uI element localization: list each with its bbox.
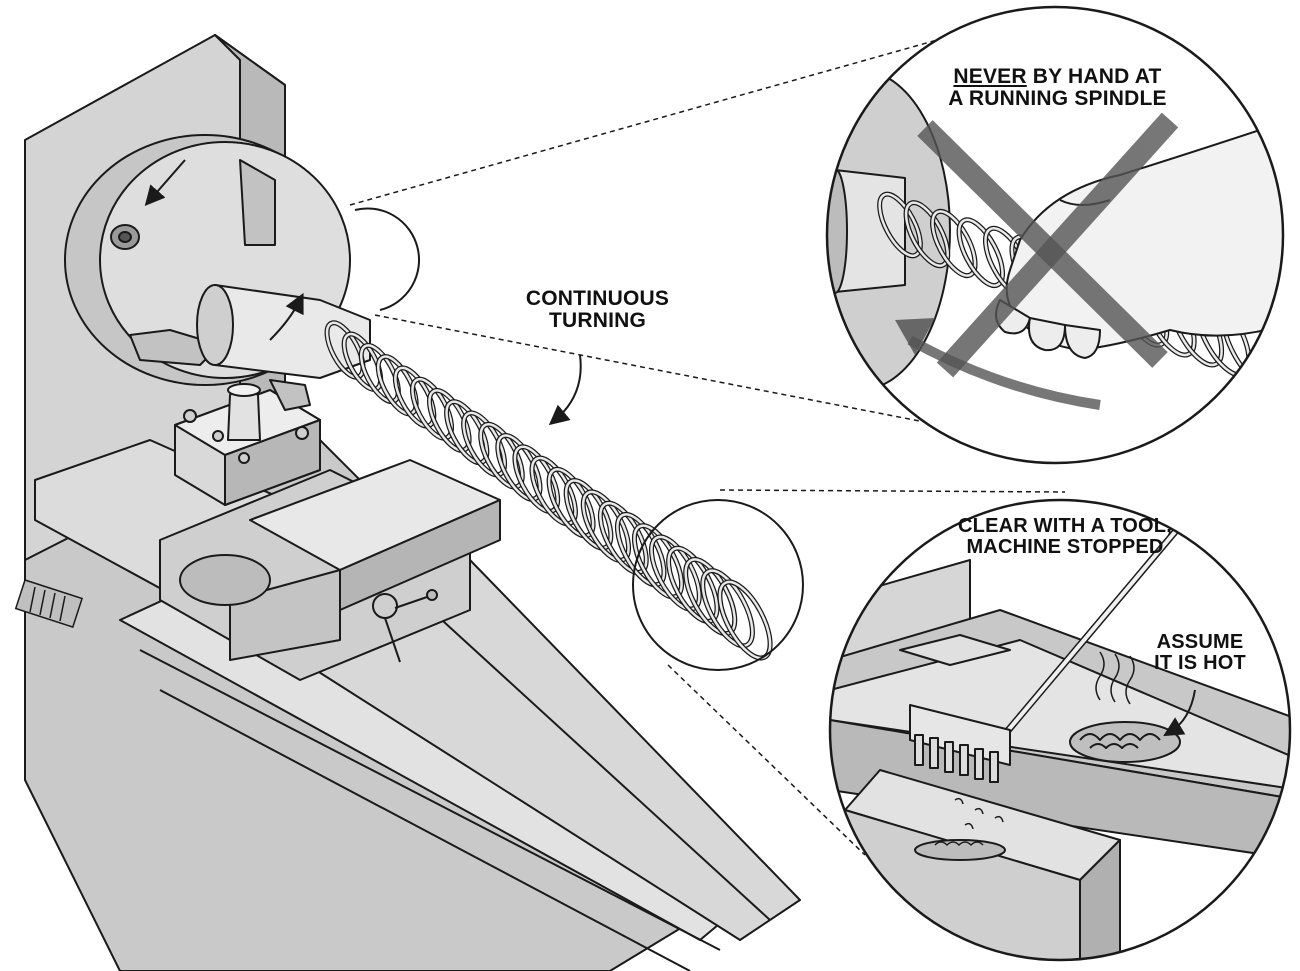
spring-coil	[904, 201, 949, 267]
label-continuous-turning-line2: TURNING	[548, 309, 647, 333]
label-never-by-hand: NEVER BY HAND AT A RUNNING SPINDLE	[915, 65, 1200, 111]
cross-slide-handle	[372, 589, 438, 663]
lead-screw	[14, 579, 84, 629]
detail-never-by-hand	[825, 5, 1285, 465]
label-never-emphasis: NEVER	[953, 65, 1027, 88]
spring-coil	[377, 355, 418, 416]
label-clear-with-tool-line1: CLEAR WITH A TOOL,	[958, 515, 1172, 537]
continuous-chip-spring	[324, 320, 773, 661]
label-arrows	[548, 354, 1196, 737]
label-assume-hot-line2: IT IS HOT	[1154, 652, 1246, 674]
spring-coil	[931, 210, 977, 277]
detail-clear-with-tool	[828, 498, 1292, 962]
spring-coil	[462, 411, 506, 477]
spring-coil	[411, 377, 453, 440]
spring-coil	[428, 389, 471, 452]
spring-coil	[479, 423, 524, 489]
label-continuous-turning-line1: CONTINUOUS	[525, 287, 670, 310]
assume-hot-arrow	[1163, 689, 1196, 737]
label-assume-hot-line1: ASSUME	[1156, 631, 1244, 653]
spring-coil	[878, 192, 922, 258]
rake-tines	[914, 734, 999, 783]
continuous-turning-arrow	[548, 354, 582, 426]
callout-lenses	[354, 207, 804, 671]
carriage	[34, 439, 501, 681]
three-jaw-chuck	[64, 134, 371, 411]
spring-coil	[394, 366, 436, 428]
spring-coil	[701, 569, 754, 648]
label-never-by-hand-line1: NEVER BY HAND AT	[915, 65, 1200, 88]
spring-coil	[957, 218, 1004, 287]
label-clear-with-tool-line2: MACHINE STOPPED	[966, 536, 1164, 558]
label-continuous-turning: CONTINUOUS TURNING	[505, 287, 690, 333]
tool-post	[174, 383, 321, 506]
label-never-by-hand-line2: A RUNNING SPINDLE	[948, 87, 1167, 111]
label-clear-with-tool: CLEAR WITH A TOOL, MACHINE STOPPED	[915, 516, 1215, 558]
spring-coil	[650, 535, 701, 611]
label-never-rest: BY HAND AT	[1026, 65, 1162, 88]
spring-coil	[445, 400, 489, 464]
label-assume-hot: ASSUME IT IS HOT	[1135, 632, 1265, 674]
callout-leader-lines	[349, 34, 1066, 856]
